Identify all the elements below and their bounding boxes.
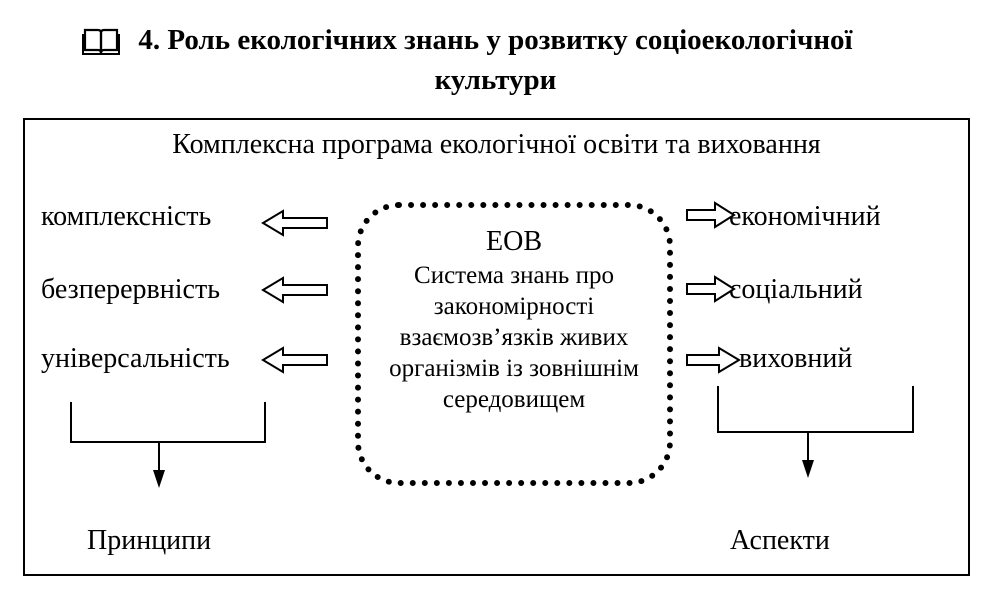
- page-title: 4. Роль екологічних знань у розвитку соц…: [138, 24, 853, 56]
- page-title-continuation: культури: [434, 64, 557, 96]
- frame-title: Комплексна програма екологічної освіти т…: [172, 129, 821, 160]
- eob-description: Система знань про закономірності взаємоз…: [389, 262, 639, 413]
- aspects-arrowhead: [802, 460, 814, 478]
- aspect-educational: виховний: [739, 343, 853, 374]
- diagram-connectors: [70, 201, 914, 488]
- left-arrow-1: [261, 209, 328, 237]
- principles-arrowhead: [153, 470, 165, 488]
- aspects-bracket: [717, 386, 914, 462]
- eob-box: ЕОВ Система знань про закономірності вза…: [355, 202, 673, 486]
- right-arrow-1: [686, 201, 736, 229]
- aspects-label: Аспекти: [730, 525, 830, 556]
- principles-label: Принципи: [87, 525, 212, 556]
- right-arrow-3: [686, 346, 741, 374]
- book-icon: [82, 28, 120, 55]
- principle-universality: універсальність: [41, 343, 230, 374]
- program-frame: Комплексна програма екологічної освіти т…: [23, 118, 970, 576]
- aspect-economic: економічний: [729, 201, 881, 232]
- right-arrow-2: [686, 275, 736, 303]
- principles-bracket: [70, 402, 266, 472]
- principle-continuity: безперервність: [41, 274, 220, 305]
- left-arrow-2: [261, 276, 328, 304]
- left-arrow-3: [261, 346, 328, 374]
- aspect-social: соціальний: [729, 274, 863, 305]
- eob-title: ЕОВ: [486, 226, 542, 257]
- principle-complexity: комплексність: [41, 201, 212, 232]
